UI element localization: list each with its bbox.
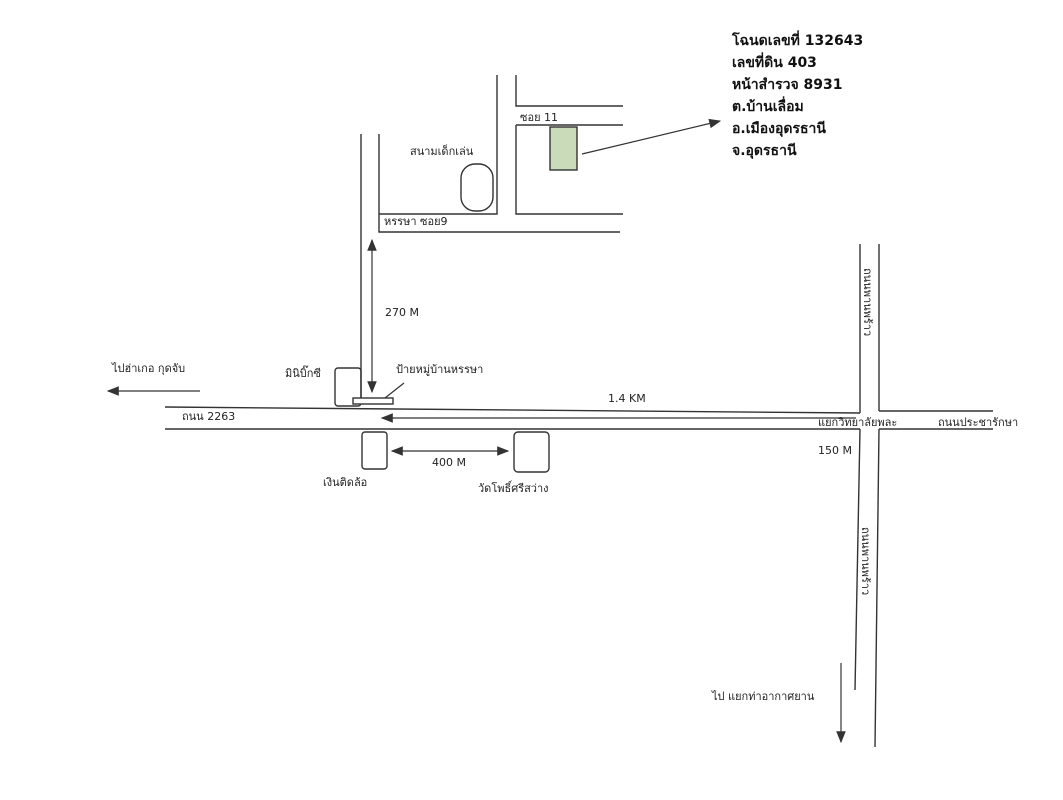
village-sign-leader: [384, 382, 405, 399]
deed-line-5: อ.เมืองอุดรธานี: [732, 121, 826, 137]
label-phanphrao-north: ถนนพานพร้าว: [861, 268, 874, 336]
label-minimart: มินิบิ๊กซี: [285, 365, 321, 380]
label-harasa-soi9: หรรษา ซอย9: [384, 215, 448, 228]
label-soi11: ซอย 11: [520, 111, 558, 124]
label-dist-14km: 1.4 KM: [608, 392, 646, 405]
road-soi11-south: [515, 125, 623, 215]
playground-shape: [460, 163, 494, 212]
label-phanphrao-south: ถนนพานพร้าว: [859, 527, 872, 595]
road-soi11-north: [515, 75, 623, 107]
road-harasa-east-block: [378, 134, 620, 233]
deed-line-6: จ.อุดรธานี: [732, 143, 797, 159]
road-phanphrao-west-south: [854, 428, 861, 691]
land-plot: [549, 126, 578, 171]
deed-line-1: โฉนดเลขที่ 132643: [731, 30, 863, 49]
label-road-2263: ถนน 2263: [182, 410, 235, 423]
road-phanphrao-east-south: [874, 428, 880, 748]
village-sign-shape: [352, 397, 394, 405]
label-dist-400: 400 M: [432, 456, 466, 469]
label-dist-270: 270 M: [385, 306, 419, 319]
label-wat: วัดโพธิ์ศรีสว่าง: [478, 480, 549, 495]
deed-line-4: ต.บ้านเลื่อม: [732, 96, 804, 115]
money-shop-shape: [361, 431, 388, 470]
minimart-shape: [334, 367, 362, 407]
label-money-shop: เงินติดล้อ: [323, 476, 367, 489]
plot-pointer-arrow: [581, 118, 722, 155]
wat-shape: [513, 431, 550, 473]
label-to-airport: ไป แยกท่าอากาศยาน: [711, 690, 815, 703]
label-dist-150: 150 M: [818, 444, 852, 457]
road-2263-north: [164, 406, 861, 414]
label-to-hathae: ไปฮ่าเกอ กุดจับ: [111, 362, 185, 375]
label-univ-junction: แยกวิทยาลัยพละ: [818, 416, 897, 429]
label-village-sign: ป้ายหมู่บ้านหรรษา: [396, 363, 483, 376]
label-playground: สนามเด็กเล่น: [410, 144, 474, 158]
road-harasa-east-top: [379, 75, 498, 215]
deed-line-3: หน้าสำรวจ 8931: [732, 77, 843, 93]
label-prachaksa-road: ถนนประชารักษา: [938, 416, 1018, 429]
deed-line-2: เลขที่ดิน 403: [732, 52, 817, 71]
